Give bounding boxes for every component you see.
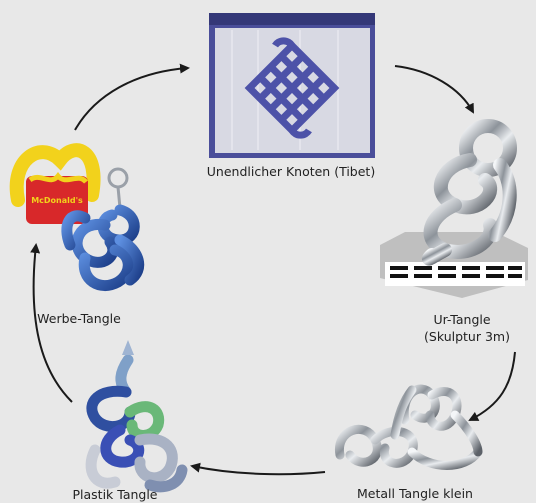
label-plastik: Plastik Tangle bbox=[72, 487, 158, 502]
arrow-knot-to-ur bbox=[394, 65, 474, 114]
arrow-metall-to-plastik bbox=[190, 462, 326, 476]
label-metall: Metall Tangle klein bbox=[357, 486, 473, 501]
arrow-werbe-to-knot bbox=[74, 63, 190, 131]
label-ur-tangle-sub: (Skulptur 3m) bbox=[424, 329, 510, 344]
arrow-ur-to-metall bbox=[468, 351, 516, 421]
label-werbe: Werbe-Tangle bbox=[37, 311, 121, 326]
promo-tangle-icon: McDonald's bbox=[9, 143, 145, 292]
plastic-tangle-icon bbox=[85, 340, 188, 493]
svg-text:McDonald's: McDonald's bbox=[31, 196, 83, 205]
sculpture-tangle-icon bbox=[380, 119, 528, 298]
label-knot: Unendlicher Knoten (Tibet) bbox=[206, 164, 376, 179]
metal-tangle-icon bbox=[335, 384, 483, 470]
endless-knot-icon bbox=[209, 13, 375, 158]
arrow-plastik-to-werbe bbox=[30, 243, 73, 403]
label-ur-tangle: Ur-Tangle bbox=[433, 312, 491, 327]
